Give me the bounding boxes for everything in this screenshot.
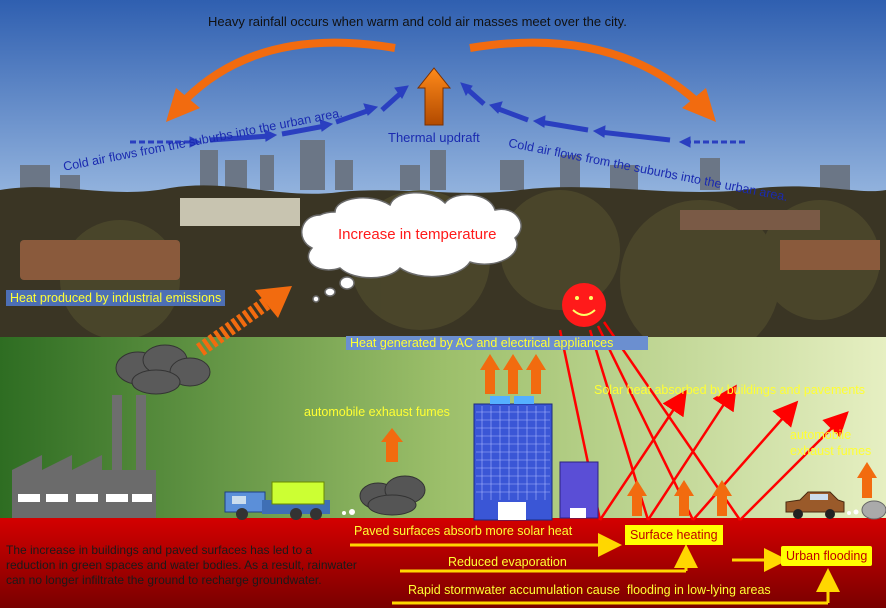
industrial-heat-arrow (195, 286, 292, 356)
thermal-updraft-label: Thermal updraft (388, 130, 480, 145)
exhaust-arrow-left (381, 428, 403, 462)
industrial-heat-label: Heat produced by industrial emissions (6, 290, 226, 306)
rooftops (20, 198, 880, 280)
ac-heat-arrows (480, 354, 546, 394)
cold-air-arrows-left (130, 85, 409, 148)
explanation-text: The increase in buildings and paved surf… (6, 543, 357, 588)
small-building (559, 461, 599, 519)
truck-icon (224, 481, 330, 520)
surface-band (0, 518, 886, 608)
diagram-title: Heavy rainfall occurs when warm and cold… (208, 14, 627, 29)
flow-arrows (350, 533, 840, 605)
paved-surfaces-label: Paved surfaces absorb more solar heat (354, 524, 573, 538)
sun-icon (562, 283, 606, 327)
left-curve-arrow (182, 38, 396, 103)
reduced-evaporation-label: Reduced evaporation (448, 555, 567, 569)
cold-air-arrows-right (460, 82, 745, 148)
surface-heat-arrows (627, 462, 877, 516)
stormwater-label: Rapid stormwater accumulation cause floo… (408, 583, 771, 597)
city-skyline (20, 140, 850, 200)
thermal-updraft-arrow (416, 67, 452, 126)
explanation-line-2: reduction in green spaces and water bodi… (6, 558, 357, 572)
car-icon (785, 491, 845, 519)
car-smoke (847, 500, 886, 520)
ac-heat-label: Heat generated by AC and electrical appl… (346, 336, 648, 350)
explanation-line-3: can no longer infiltrate the ground to r… (6, 573, 322, 587)
truck-smoke (342, 475, 426, 516)
urban-flooding-box: Urban flooding (781, 546, 873, 566)
exhaust-right-label-2: exhaust fumes (790, 444, 872, 458)
solar-heat-label: Solar heat absorbed by buildings and pav… (594, 383, 866, 397)
right-curve-arrowhead (682, 88, 716, 122)
exhaust-left-label: automobile exhaust fumes (304, 405, 450, 419)
left-curve-arrowhead (166, 88, 200, 122)
surface-heating-box: Surface heating (625, 525, 723, 545)
exhaust-right-label-1: automobile (790, 428, 852, 442)
factory-icon (12, 395, 156, 518)
office-building (473, 396, 553, 521)
temperature-increase-label: Increase in temperature (338, 226, 497, 243)
factory-smoke (115, 344, 211, 395)
explanation-line-1: The increase in buildings and paved surf… (6, 543, 313, 557)
temperature-cloud (301, 191, 522, 303)
right-curve-arrow (469, 38, 698, 104)
